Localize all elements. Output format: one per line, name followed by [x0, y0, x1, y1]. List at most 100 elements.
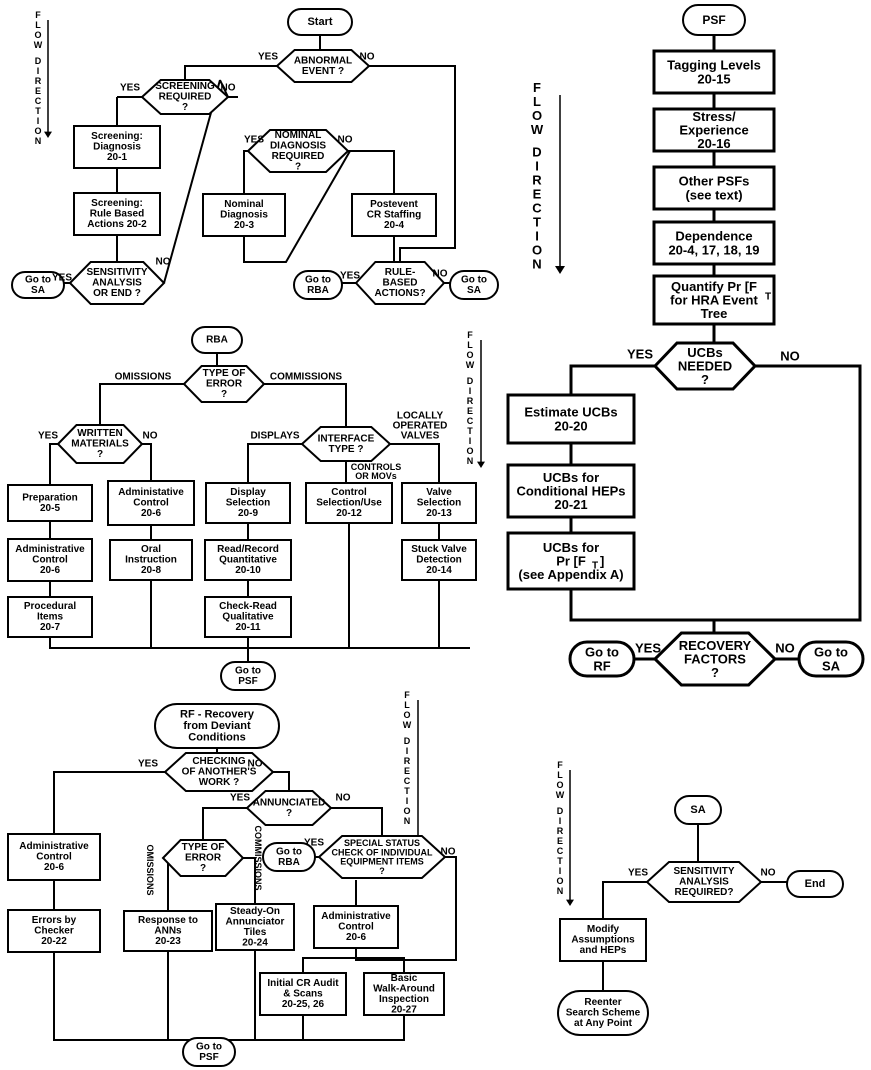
- node-text: 20-9: [238, 508, 258, 519]
- connector-line: [243, 150, 248, 194]
- node-text: 20-6: [40, 565, 60, 576]
- node-text: TYPE OF: [203, 368, 246, 379]
- node-text: RF - Recovery: [180, 708, 255, 720]
- node-end: End: [786, 870, 844, 898]
- connector-line: [202, 807, 247, 840]
- terminal-shape: [674, 795, 722, 825]
- node-text: Rule Based: [90, 209, 144, 220]
- node-text: 20-4, 17, 18, 19: [668, 242, 759, 257]
- decision-shape: [182, 365, 266, 403]
- terminal-shape: [287, 8, 353, 36]
- terminal-shape: [568, 640, 636, 678]
- process-box: [401, 539, 477, 581]
- bracket-close: ]: [600, 554, 604, 569]
- node-text: 20-5: [40, 503, 60, 514]
- node-text: 20-21: [554, 497, 587, 512]
- node-text: SPECIAL STATUS: [344, 838, 420, 848]
- node-text: FACTORS: [684, 652, 746, 667]
- node-text: RF: [593, 658, 610, 673]
- decision-shape: [163, 752, 275, 792]
- node-psf: PSF: [682, 4, 746, 36]
- node-text: ACTIONS?: [374, 288, 425, 299]
- process-box: [401, 482, 477, 524]
- node-text: Actions 20-2: [87, 219, 147, 230]
- branch-label: YES: [340, 271, 360, 282]
- connector-line: [49, 637, 470, 649]
- node-text: 20-25, 26: [282, 999, 325, 1010]
- decision-shape: [300, 426, 392, 462]
- terminal-shape: [786, 870, 844, 898]
- branch-label: YES: [635, 641, 661, 656]
- decision-shape: [354, 261, 446, 305]
- node-text: 20-4: [384, 220, 404, 231]
- node-text: REQUIRED: [272, 151, 325, 162]
- process-box: [652, 107, 776, 153]
- process-box: [123, 910, 213, 952]
- node-text: 20-1: [107, 152, 127, 163]
- node-text: PSF: [199, 1052, 218, 1063]
- node-text: RBA: [278, 857, 300, 868]
- process-box: [7, 909, 101, 953]
- node-text: RECOVERY: [679, 638, 752, 653]
- process-box: [7, 538, 93, 582]
- node-text: Preparation: [22, 492, 78, 503]
- node-text: Modify: [587, 924, 620, 935]
- process-box: [109, 539, 193, 581]
- node-text: Diagnosis: [93, 142, 141, 153]
- node-text: INTERFACE: [318, 433, 375, 444]
- node-text: Go to: [25, 274, 51, 285]
- connector-line: [438, 580, 470, 649]
- node-text: 20-13: [426, 508, 452, 519]
- node-text: 20-11: [235, 622, 260, 633]
- node-text: Detection: [416, 555, 462, 566]
- node-text: Experience: [679, 123, 748, 138]
- connector-line: [331, 807, 383, 836]
- process-box: [204, 539, 292, 581]
- node-text: at Any Point: [574, 1018, 633, 1029]
- node-text: ANALYSIS: [679, 877, 729, 888]
- node-text: Read/Record: [217, 544, 279, 555]
- node-text: Check-Read: [219, 601, 277, 612]
- process-box: [351, 193, 437, 237]
- process-box: [205, 482, 291, 524]
- node-text: Control: [32, 555, 68, 566]
- node-text: Nominal: [224, 199, 264, 210]
- node-text: UCBs for: [543, 540, 599, 555]
- node-text: 20-6: [346, 932, 366, 943]
- terminal-shape: [154, 703, 280, 749]
- node-text: Display: [230, 487, 266, 498]
- node-text: ANALYSIS: [92, 278, 142, 289]
- terminal-shape: [11, 271, 65, 299]
- branch-label: NO: [433, 269, 448, 280]
- process-box: [7, 596, 93, 638]
- node-text: 20-7: [40, 622, 60, 633]
- terminal-shape: [262, 842, 316, 872]
- connector-line: [390, 443, 440, 483]
- node-text: for HRA Event: [670, 293, 758, 308]
- node-text: Items: [37, 612, 64, 623]
- branch-label: NO: [221, 83, 236, 94]
- node-text: Control: [338, 922, 374, 933]
- node-text: NEEDED: [678, 359, 732, 374]
- branch-label: OPERATED: [393, 421, 448, 432]
- decision-shape: [275, 49, 371, 83]
- branch-label: YES: [230, 793, 250, 804]
